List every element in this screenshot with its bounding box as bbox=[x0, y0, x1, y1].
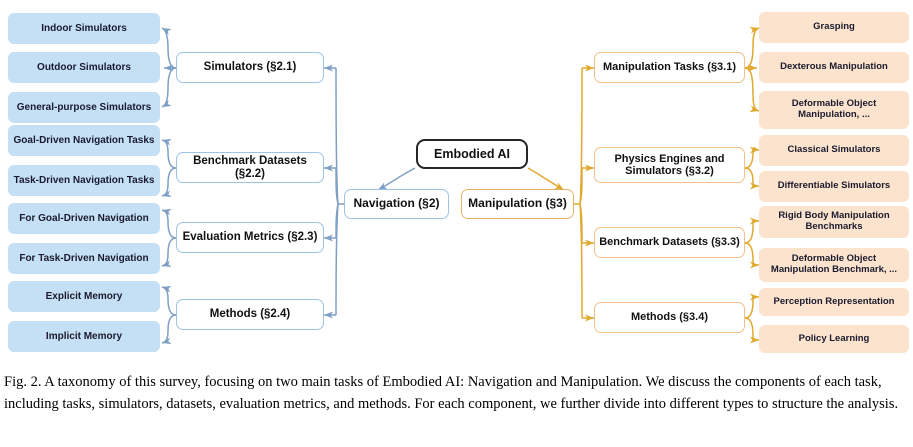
branch-node-navigation[interactable]: Navigation (§2) bbox=[344, 189, 449, 219]
category-node-benchmark-datasets-man[interactable]: Benchmark Datasets (§3.3) bbox=[594, 227, 745, 258]
taxonomy-diagram: Embodied AI Navigation (§2) Simulators (… bbox=[8, 12, 909, 353]
leaf-node[interactable]: Outdoor Simulators bbox=[8, 52, 160, 83]
leaf-node[interactable]: For Task-Driven Navigation bbox=[8, 243, 160, 274]
leaf-node[interactable]: Goal-Driven Navigation Tasks bbox=[8, 125, 160, 156]
leaf-label: Differentiable Simulators bbox=[777, 180, 891, 192]
leaf-label: General-purpose Simulators bbox=[16, 101, 152, 113]
category-label: Benchmark Datasets (§3.3) bbox=[599, 236, 740, 249]
category-label: Simulators (§2.1) bbox=[203, 61, 297, 74]
figure-caption: Fig. 2. A taxonomy of this survey, focus… bbox=[4, 374, 899, 412]
leaf-label: Dexterous Manipulation bbox=[780, 61, 888, 73]
category-label: Benchmark Datasets (§2.2) bbox=[193, 154, 307, 180]
category-node-methods-nav[interactable]: Methods (§2.4) bbox=[176, 299, 324, 330]
category-label: Evaluation Metrics (§2.3) bbox=[182, 231, 318, 244]
category-label: Manipulation Tasks (§3.1) bbox=[602, 61, 737, 74]
branch-node-manipulation[interactable]: Manipulation (§3) bbox=[461, 189, 574, 219]
leaf-label: For Goal-Driven Navigation bbox=[19, 212, 149, 224]
category-node-simulators[interactable]: Simulators (§2.1) bbox=[176, 52, 324, 83]
leaf-node[interactable]: Explicit Memory bbox=[8, 281, 160, 312]
leaf-node[interactable]: Perception Representation bbox=[759, 288, 909, 316]
leaf-label: Grasping bbox=[813, 21, 855, 33]
category-label: Methods (§2.4) bbox=[209, 308, 291, 321]
leaf-label: Policy Learning bbox=[798, 332, 870, 344]
category-node-evaluation-metrics[interactable]: Evaluation Metrics (§2.3) bbox=[176, 222, 324, 253]
leaf-node[interactable]: For Goal-Driven Navigation bbox=[8, 203, 160, 234]
root-node-embodied-ai[interactable]: Embodied AI bbox=[416, 139, 528, 169]
category-node-benchmark-datasets-nav[interactable]: Benchmark Datasets (§2.2) bbox=[176, 152, 324, 183]
category-node-manipulation-tasks[interactable]: Manipulation Tasks (§3.1) bbox=[594, 52, 745, 83]
leaf-label: For Task-Driven Navigation bbox=[19, 252, 149, 264]
category-node-methods-man[interactable]: Methods (§3.4) bbox=[594, 302, 745, 333]
leaf-label: Perception Representation bbox=[773, 295, 895, 307]
leaf-node[interactable]: Classical Simulators bbox=[759, 135, 909, 166]
leaf-node[interactable]: Indoor Simulators bbox=[8, 13, 160, 44]
leaf-node[interactable]: Policy Learning bbox=[759, 325, 909, 353]
leaf-node[interactable]: Differentiable Simulators bbox=[759, 171, 909, 202]
leaf-node[interactable]: General-purpose Simulators bbox=[8, 92, 160, 123]
leaf-node[interactable]: Grasping bbox=[759, 12, 909, 43]
branch-label-manipulation: Manipulation (§3) bbox=[468, 196, 567, 211]
leaf-node[interactable]: Dexterous Manipulation bbox=[759, 52, 909, 83]
leaf-node[interactable]: Task-Driven Navigation Tasks bbox=[8, 165, 160, 196]
leaf-node[interactable]: Implicit Memory bbox=[8, 321, 160, 352]
leaf-label: Explicit Memory bbox=[45, 290, 123, 302]
leaf-label: Outdoor Simulators bbox=[37, 61, 131, 73]
root-label: Embodied AI bbox=[434, 147, 510, 161]
leaf-label: Implicit Memory bbox=[45, 330, 123, 342]
category-label: Methods (§3.4) bbox=[630, 311, 708, 324]
leaf-label: Indoor Simulators bbox=[41, 22, 127, 34]
leaf-label: Goal-Driven Navigation Tasks bbox=[13, 134, 155, 146]
leaf-label: Classical Simulators bbox=[787, 144, 881, 156]
leaf-label: Task-Driven Navigation Tasks bbox=[13, 174, 155, 186]
branch-label-navigation: Navigation (§2) bbox=[353, 196, 440, 211]
